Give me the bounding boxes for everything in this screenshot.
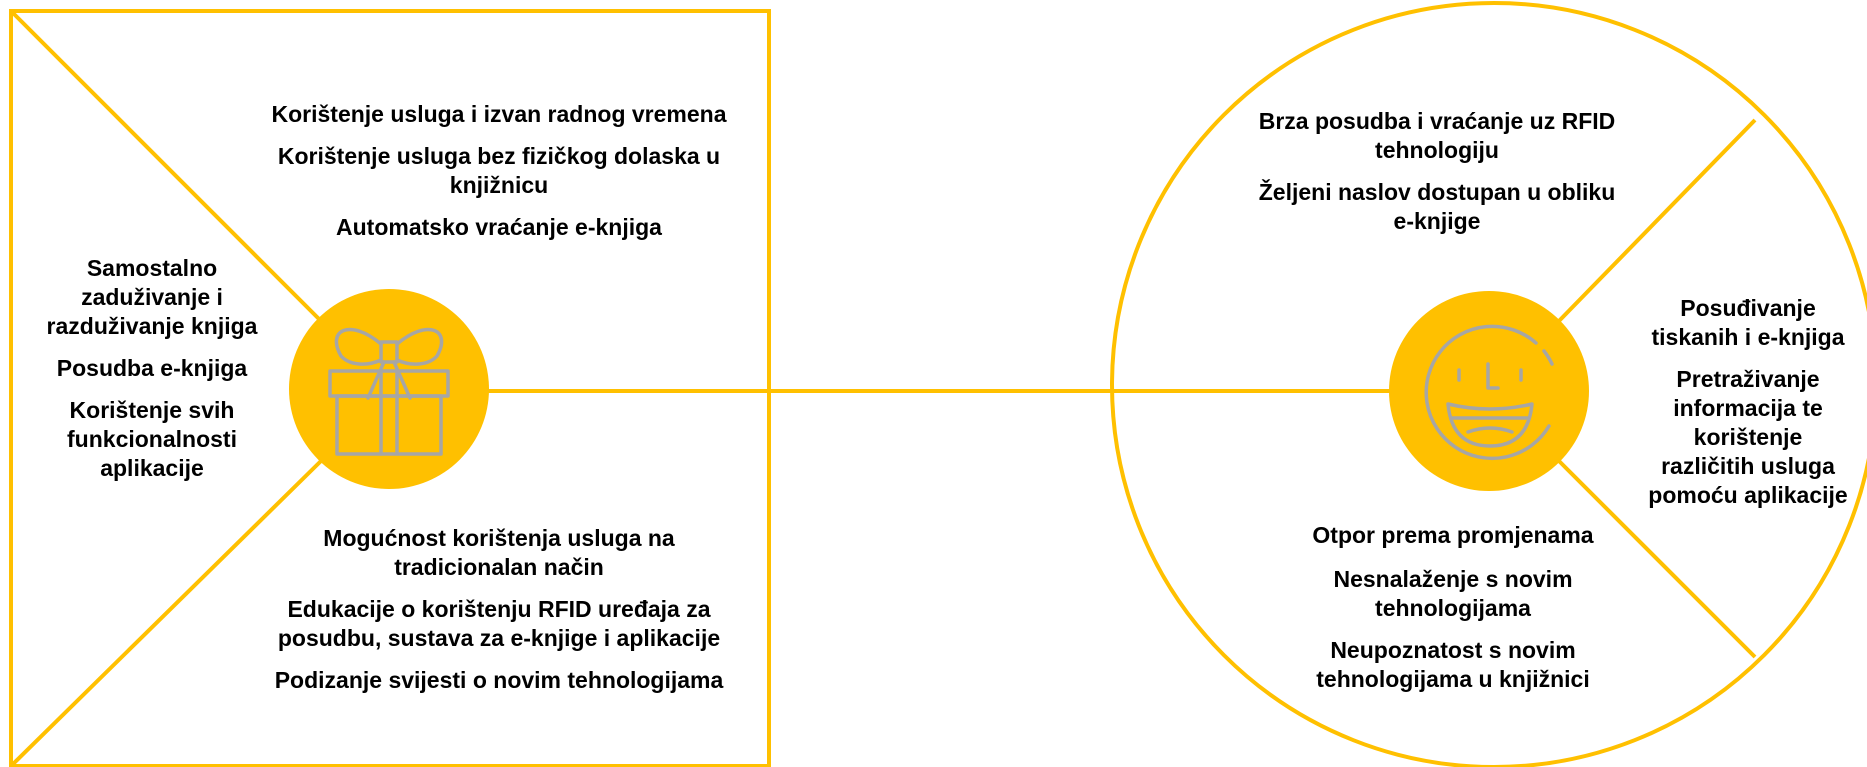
diagonal-upper-line: [9, 9, 324, 324]
smiling-face-icon: [1389, 291, 1589, 491]
products-services-text-line: Samostalno: [86, 255, 218, 281]
gift-icon-disc: [289, 289, 489, 489]
customer-jobs-text-line: tiskanih i e-knjiga: [1651, 324, 1845, 350]
products-services-text-line: Korištenje svih: [69, 397, 235, 423]
products-services-text-line: razduživanje knjiga: [46, 313, 258, 339]
pain-relievers-text-line: Edukacije o korištenju RFID uređaja za: [287, 596, 711, 622]
value-map-square: [9, 9, 771, 767]
products-services-text-line: funkcionalnosti: [67, 426, 237, 452]
products-services-text-line: Posudba e-knjiga: [56, 355, 248, 381]
gains-text-line: Brza posudba i vraćanje uz RFID: [1258, 108, 1616, 134]
customer-jobs-text-line: pomoću aplikacije: [1648, 482, 1848, 508]
customer-jobs-text-line: korištenje: [1693, 424, 1803, 450]
gains-text-line: tehnologiju: [1375, 137, 1499, 163]
customer-jobs-text-line: Pretraživanje: [1676, 366, 1820, 392]
pain-relievers-text-line: Podizanje svijesti o novim tehnologijama: [274, 667, 724, 693]
products-services-text-line: zaduživanje i: [81, 284, 223, 310]
gains-text-line: Željeni naslov dostupan u obliku: [1258, 179, 1616, 205]
gain-creators-text-line: Korištenje usluga bez fizičkog dolaska u: [277, 143, 721, 169]
gift-icon: [289, 289, 489, 489]
pain-relievers-text-line: tradicionalan način: [394, 554, 604, 580]
pain-relievers-text-line: Mogućnost korištenja usluga na: [323, 525, 675, 551]
customer-jobs-text-line: Posuđivanje: [1680, 295, 1816, 321]
customer-profile-circle: [1110, 1, 1867, 767]
gain-creators-text-line: knjižnicu: [449, 172, 549, 198]
pain-relievers-text-line: posudbu, sustava za e-knjige i aplikacij…: [277, 625, 721, 651]
circle-lower-divider: [1556, 458, 1757, 659]
gain-creators-text-line: Korištenje usluga i izvan radnog vremena: [271, 101, 727, 127]
gain-creators-text-line: Automatsko vraćanje e-knjiga: [336, 214, 662, 240]
diagonal-lower-line: [9, 458, 324, 767]
products-services-text-line: aplikacije: [100, 455, 204, 481]
pains-text-line: Nesnalaženje s novim: [1333, 566, 1573, 592]
gains-text-line: e-knjige: [1393, 208, 1481, 234]
pains-text-line: tehnologijama u knjižnici: [1316, 666, 1590, 692]
pains-text-line: Neupoznatost s novim: [1330, 637, 1576, 663]
customer-jobs-text-line: različitih usluga: [1661, 453, 1835, 479]
circle-upper-divider: [1556, 118, 1757, 324]
customer-jobs-text-line: informacija te: [1673, 395, 1823, 421]
pains-text-line: Otpor prema promjenama: [1312, 522, 1594, 548]
pains-text-line: tehnologijama: [1375, 595, 1531, 621]
smile-icon-disc: [1389, 291, 1589, 491]
